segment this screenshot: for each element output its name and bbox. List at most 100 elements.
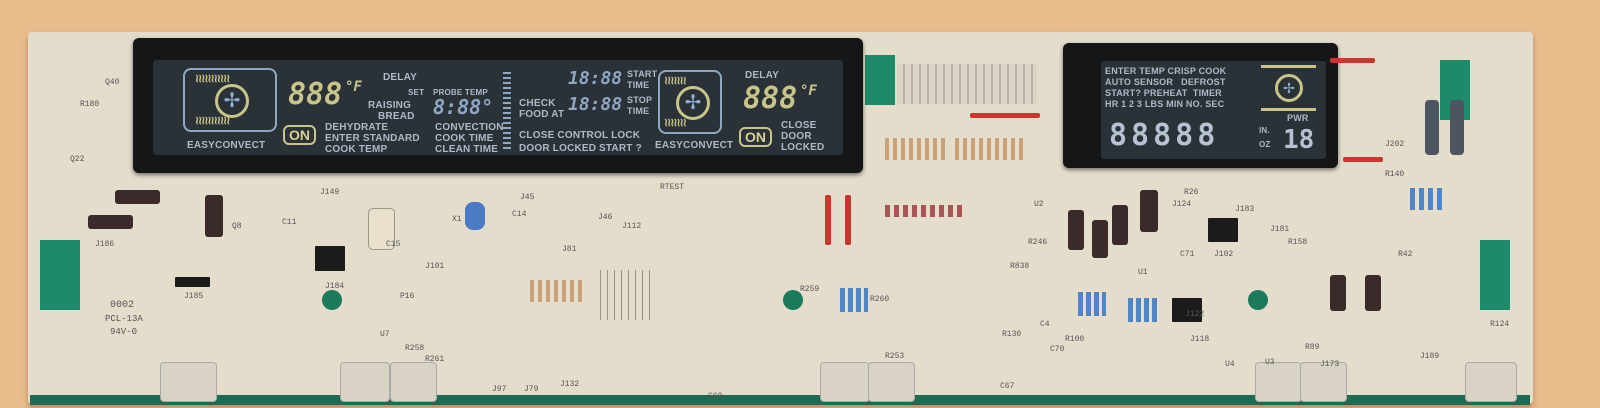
pwr-label: PWR: [1287, 113, 1309, 123]
silkscreen-label: U4: [1225, 360, 1235, 369]
mounting-hole: [1248, 290, 1268, 310]
silkscreen-label: U1: [1138, 268, 1148, 277]
set-label: SET: [408, 88, 425, 97]
door-locked-label: DOOR LOCKED: [519, 143, 597, 154]
jumper-wire: [970, 113, 1040, 118]
silkscreen-label: J118: [1190, 335, 1210, 344]
silkscreen-label: Q22: [70, 155, 85, 164]
capacitor: [88, 215, 133, 229]
check-label: CHECK: [519, 98, 556, 109]
start-time-digits: 18:88: [568, 68, 623, 89]
silkscreen-label: C4: [1040, 320, 1050, 329]
cook-time-label: COOK TIME: [435, 133, 494, 144]
silkscreen-label: R124: [1490, 320, 1510, 329]
silkscreen-label: J186: [95, 240, 115, 249]
micro-row2-labels: AUTO SENSOR DEFROST: [1105, 77, 1226, 87]
capacitor: [1365, 275, 1381, 311]
silkscreen-pcl: PCL-13A: [105, 314, 143, 324]
main-vfd-display: ≀≀≀≀≀≀≀≀≀≀≀ ✢ ≀≀≀≀≀≀≀≀≀≀≀ EASYCONVECT 88…: [133, 38, 863, 173]
resistor-array: [840, 288, 868, 312]
probe-temp-label: PROBE TEMP: [433, 88, 488, 97]
microwave-vfd-display: ENTER TEMP CRISP COOK AUTO SENSOR DEFROS…: [1063, 43, 1338, 168]
delay-label: DELAY: [383, 72, 417, 83]
crystal: [368, 208, 395, 250]
close-label: CLOSE: [781, 120, 817, 131]
start-label: START: [627, 69, 658, 79]
fan-icon: ✢: [676, 86, 710, 120]
degree-unit: °F: [345, 79, 362, 95]
board-bottom-layer: [30, 395, 1530, 405]
door-label: DOOR: [781, 131, 812, 142]
fan-icon: ✢: [1275, 74, 1303, 102]
silkscreen-label: R89: [1305, 343, 1320, 352]
silkscreen-label: J102: [1214, 250, 1234, 259]
power-resistor: [1450, 100, 1464, 155]
silkscreen-label: R26: [1184, 188, 1199, 197]
silkscreen-label: R140: [1385, 170, 1405, 179]
silkscreen-label: C71: [1180, 250, 1195, 259]
on-indicator: ON: [739, 127, 772, 147]
convection-label: CONVECTION: [435, 122, 504, 133]
silkscreen-label: R261: [425, 355, 445, 364]
micro-digits: 88888: [1109, 118, 1220, 153]
dehydrate-label: DEHYDRATE: [325, 122, 389, 133]
capacitor: [1112, 205, 1128, 245]
ic-chip: [1208, 218, 1238, 242]
display-glass: ENTER TEMP CRISP COOK AUTO SENSOR DEFROS…: [1101, 61, 1326, 159]
board-green-edge: [865, 55, 895, 105]
stop-label: STOP: [627, 95, 653, 105]
silkscreen-label: J184: [325, 282, 345, 291]
silkscreen-label: J122: [1185, 310, 1205, 319]
in-label: IN.: [1259, 126, 1270, 135]
mounting-hole: [322, 290, 342, 310]
ribbon-connector: [868, 362, 915, 402]
ribbon-cable: [897, 64, 1037, 104]
silkscreen-part-number: 0002: [110, 300, 135, 311]
ribbon-connector: [340, 362, 390, 402]
jumper-wire: [845, 195, 851, 245]
resistor-array: [1410, 188, 1446, 210]
convection-icon: ✢: [1261, 65, 1316, 111]
power-resistor: [1425, 100, 1439, 155]
enter-standard-label: ENTER STANDARD: [325, 133, 420, 144]
jumper-wire: [1343, 157, 1383, 162]
mounting-hole: [783, 290, 803, 310]
time-label: TIME: [627, 80, 650, 90]
micro-row4-labels: HR 1 2 3 LBS MIN NO. SEC: [1105, 99, 1225, 109]
start-question-label: START ?: [599, 143, 642, 154]
capacitor: [1068, 210, 1084, 250]
ribbon-connector: [390, 362, 437, 402]
silkscreen-label: R259: [800, 285, 820, 294]
board-green-edge: [1480, 240, 1510, 310]
silkscreen-label: C15: [386, 240, 401, 249]
stop-time-digits: 18:88: [568, 94, 623, 115]
ribbon-connector: [1255, 362, 1302, 402]
clean-time-label: CLEAN TIME: [435, 144, 499, 155]
silkscreen-label: C70: [1050, 345, 1065, 354]
ic-chip: [315, 246, 345, 271]
micro-row1-labels: ENTER TEMP CRISP COOK: [1105, 66, 1227, 76]
delay-label: DELAY: [745, 70, 779, 81]
oz-label: OZ: [1259, 140, 1271, 149]
jumper-wire: [1330, 58, 1375, 63]
display-glass: ≀≀≀≀≀≀≀≀≀≀≀ ✢ ≀≀≀≀≀≀≀≀≀≀≀ EASYCONVECT 88…: [153, 60, 843, 155]
convection-icon-box: ≀≀≀≀≀≀≀≀≀≀≀ ✢ ≀≀≀≀≀≀≀≀≀≀≀: [183, 68, 277, 132]
silkscreen-label: J45: [520, 193, 535, 202]
capacitor: [205, 195, 223, 237]
convection-icon-box: ≀≀≀≀≀≀≀ ✢ ≀≀≀≀≀≀≀: [658, 70, 722, 134]
silkscreen-label: R130: [1002, 330, 1022, 339]
silkscreen-label: J181: [1270, 225, 1290, 234]
silkscreen-label: J46: [598, 213, 613, 222]
silkscreen-label: R260: [870, 295, 890, 304]
food-at-label: FOOD AT: [519, 109, 565, 120]
silkscreen-label: J124: [1172, 200, 1192, 209]
silkscreen-label: J81: [562, 245, 577, 254]
silkscreen-label: C67: [1000, 382, 1015, 391]
micro-row3-labels: START? PREHEAT TIMER: [1105, 88, 1222, 98]
capacitor: [115, 190, 160, 204]
temp-digits: 888: [743, 81, 798, 116]
ribbon-connector: [160, 362, 217, 402]
silkscreen-label: R180: [80, 100, 100, 109]
ribbon-connector: [1465, 362, 1517, 402]
silkscreen-label: C69: [708, 392, 723, 401]
